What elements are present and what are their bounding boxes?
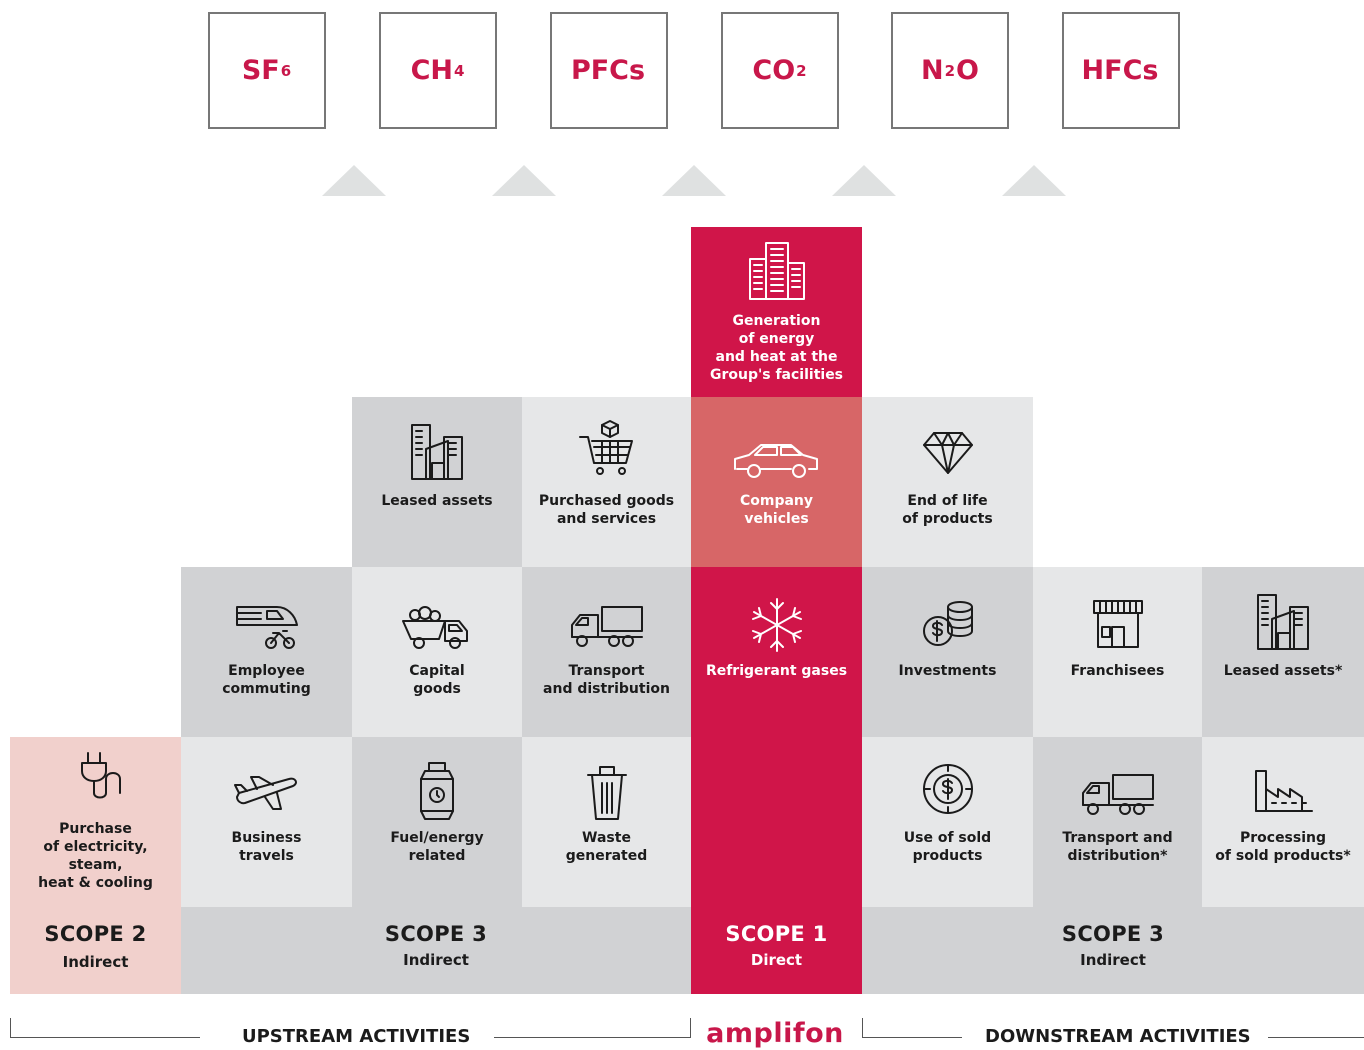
scope-subtitle: Direct bbox=[750, 951, 803, 969]
trash-bin-icon bbox=[586, 766, 627, 820]
cell-label: Use of sold products bbox=[903, 830, 992, 864]
plug-icon bbox=[80, 752, 121, 799]
cell-label: Purchase of electricity, steam, heat & c… bbox=[38, 821, 153, 891]
arrow-up-triangle bbox=[492, 165, 556, 196]
cell-label: Fuel/energy related bbox=[390, 830, 484, 864]
cell-transport-upstream: Transport and distribution bbox=[522, 567, 691, 737]
bracket-line bbox=[10, 1037, 200, 1038]
cell-employee-commuting: Employee commuting bbox=[181, 567, 352, 737]
bracket-line bbox=[1268, 1037, 1364, 1038]
gas-box-hfcs: HFCs bbox=[1062, 12, 1180, 129]
dump-truck-icon bbox=[402, 606, 468, 649]
scope-title: SCOPE 1 bbox=[725, 922, 828, 946]
scope-subtitle: Indirect bbox=[62, 953, 129, 971]
cell-label: Capital goods bbox=[409, 663, 465, 697]
bracket-line bbox=[862, 1037, 962, 1038]
scope1-label: SCOPE 1 Direct bbox=[691, 907, 862, 994]
bracket-tick bbox=[10, 1018, 11, 1037]
cell-scope1-continuation bbox=[691, 737, 862, 907]
arrow-up-triangle bbox=[322, 165, 386, 196]
dollar-circle-icon bbox=[922, 764, 973, 814]
cell-refrigerant-gases: Refrigerant gases bbox=[691, 567, 862, 737]
cell-transport-downstream: Transport and distribution* bbox=[1033, 737, 1202, 907]
cell-leased-assets-upstream: Leased assets bbox=[352, 397, 522, 567]
upstream-label: UPSTREAM ACTIVITIES bbox=[242, 1026, 471, 1047]
cell-label: End of life of products bbox=[902, 493, 993, 527]
coins-icon bbox=[922, 601, 973, 646]
cell-investments: Investments bbox=[862, 567, 1033, 737]
cell-label: Employee commuting bbox=[222, 663, 311, 697]
scope3-upstream-label: SCOPE 3 Indirect bbox=[181, 907, 691, 994]
bracket-tick bbox=[690, 1018, 691, 1037]
cell-label: Investments bbox=[898, 663, 997, 679]
scope-title: SCOPE 2 bbox=[44, 922, 147, 946]
cell-label: Franchisees bbox=[1070, 663, 1165, 679]
scope2-label: SCOPE 2 Indirect bbox=[10, 907, 181, 994]
diamond-icon bbox=[922, 432, 973, 474]
cell-purchase-electricity: Purchase of electricity, steam, heat & c… bbox=[10, 737, 181, 907]
cell-label: Waste generated bbox=[565, 830, 648, 864]
scope-subtitle: Indirect bbox=[1080, 951, 1146, 969]
cell-label: Leased assets* bbox=[1223, 663, 1343, 679]
cell-label: Company vehicles bbox=[739, 493, 814, 527]
cell-label: Purchased goods and services bbox=[538, 493, 675, 527]
scope3-downstream-label: SCOPE 3 Indirect bbox=[862, 907, 1364, 994]
cell-label: Business travels bbox=[231, 830, 302, 864]
office-building-icon bbox=[411, 424, 463, 480]
downstream-label: DOWNSTREAM ACTIVITIES bbox=[985, 1026, 1251, 1047]
cell-label: Generation of energy and heat at the Gro… bbox=[709, 313, 844, 383]
shop-icon bbox=[1092, 600, 1143, 648]
bracket-tick bbox=[862, 1018, 863, 1037]
airplane-icon bbox=[233, 776, 297, 810]
train-bike-icon bbox=[235, 606, 298, 649]
arrow-up-triangle bbox=[662, 165, 726, 196]
gas-box-pfcs: PFCs bbox=[550, 12, 668, 129]
truck-icon bbox=[570, 606, 643, 647]
truck-icon bbox=[1081, 774, 1154, 815]
cell-capital-goods: Capital goods bbox=[352, 567, 522, 737]
shopping-cart-icon bbox=[578, 420, 633, 475]
scope-title: SCOPE 3 bbox=[1061, 922, 1165, 946]
cell-waste: Waste generated bbox=[522, 737, 691, 907]
cell-purchased-goods: Purchased goods and services bbox=[522, 397, 691, 567]
cell-label: Processing of sold products* bbox=[1215, 830, 1351, 864]
car-icon bbox=[733, 444, 818, 478]
cell-fuel-energy: Fuel/energy related bbox=[352, 737, 522, 907]
cell-generation: Generation of energy and heat at the Gro… bbox=[691, 227, 862, 397]
cell-use-sold-products: Use of sold products bbox=[862, 737, 1033, 907]
scope-title: SCOPE 3 bbox=[384, 922, 488, 946]
cell-label: Transport and distribution bbox=[543, 663, 670, 697]
cell-label: Refrigerant gases bbox=[705, 663, 848, 679]
cell-leased-assets-downstream: Leased assets* bbox=[1202, 567, 1364, 737]
snowflake-icon bbox=[751, 598, 802, 652]
bracket-line bbox=[494, 1037, 691, 1038]
gas-cylinder-icon bbox=[420, 762, 454, 820]
arrow-up-triangle bbox=[832, 165, 896, 196]
cell-company-vehicles: Company vehicles bbox=[691, 397, 862, 567]
cell-label: Transport and distribution* bbox=[1062, 830, 1173, 864]
arrow-up-triangle bbox=[1002, 165, 1066, 196]
factory-icon bbox=[1255, 770, 1313, 812]
office-building-icon bbox=[1257, 594, 1309, 650]
cell-franchisees: Franchisees bbox=[1033, 567, 1202, 737]
building-icon bbox=[748, 242, 805, 300]
cell-end-of-life: End of life of products bbox=[862, 397, 1033, 567]
scope-subtitle: Indirect bbox=[403, 951, 469, 969]
amplifon-logo: amplifon bbox=[706, 1018, 844, 1049]
cell-processing: Processing of sold products* bbox=[1202, 737, 1364, 907]
cell-business-travels: Business travels bbox=[181, 737, 352, 907]
cell-label: Leased assets bbox=[381, 493, 493, 509]
